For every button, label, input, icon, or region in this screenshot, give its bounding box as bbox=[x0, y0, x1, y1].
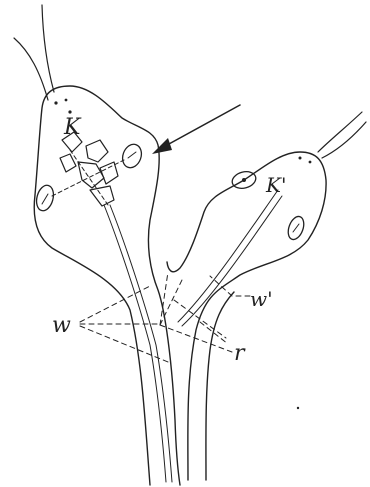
w-leader-lines bbox=[80, 286, 168, 362]
left-head-bristle bbox=[14, 38, 48, 100]
pointer-arrow-shaft bbox=[158, 105, 240, 150]
right-stalk-outer bbox=[206, 292, 234, 480]
label-r: r bbox=[234, 341, 246, 366]
right-head-bristle-2 bbox=[322, 122, 366, 158]
left-head-side-spot bbox=[34, 183, 56, 212]
left-head-eye-mark bbox=[128, 152, 136, 158]
right-head-side-spot-mark bbox=[293, 224, 299, 232]
left-stalk-tube-a bbox=[104, 205, 166, 482]
label-k-prime: K' bbox=[265, 173, 286, 197]
label-k: K bbox=[63, 115, 82, 140]
left-head-plates bbox=[60, 132, 118, 206]
label-w-prime: w' bbox=[250, 287, 273, 311]
pointer-arrow-head bbox=[152, 138, 172, 154]
right-head-outline bbox=[167, 152, 326, 480]
label-w: w bbox=[52, 313, 71, 338]
left-head-outline bbox=[34, 86, 180, 485]
left-head-eye bbox=[119, 142, 144, 171]
left-head-side-spot-mark bbox=[42, 194, 48, 204]
left-head-bristle-2 bbox=[42, 5, 54, 92]
